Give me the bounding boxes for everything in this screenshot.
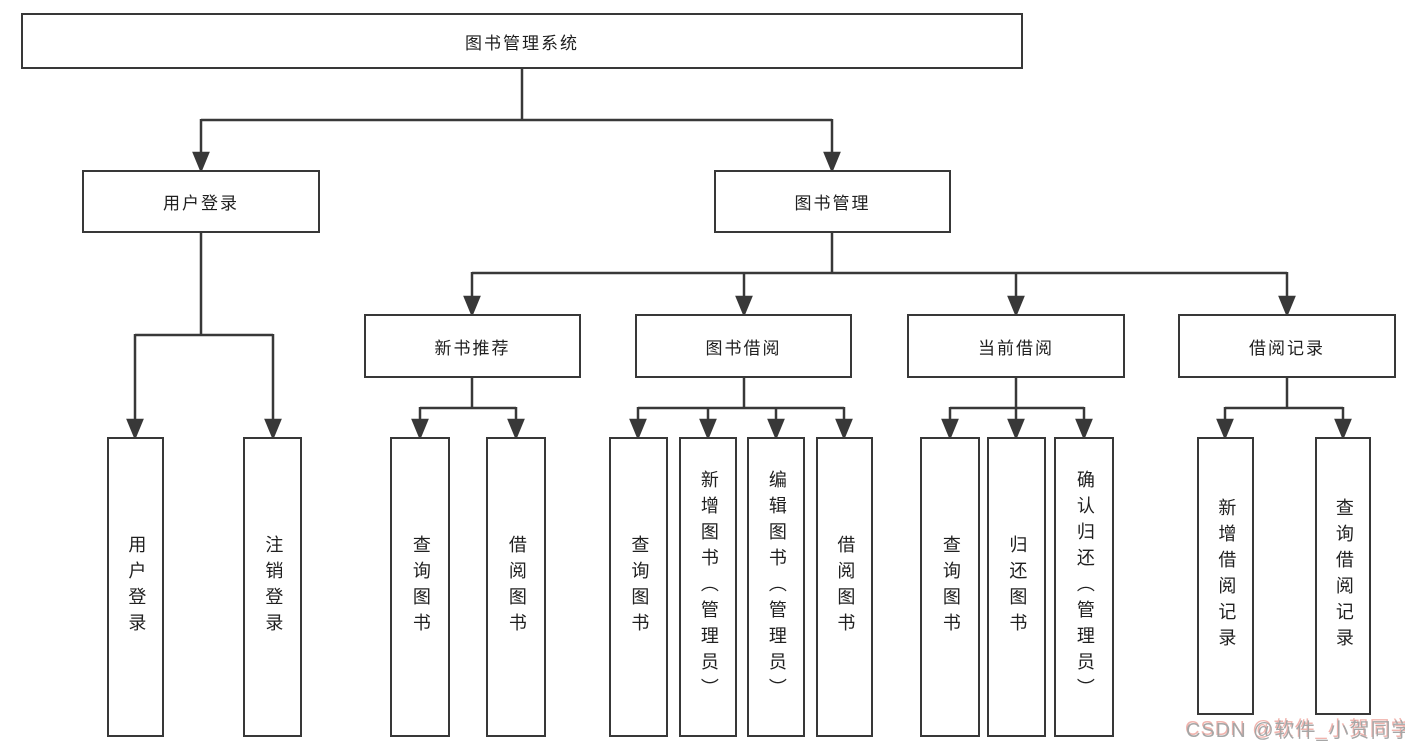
node-current-borrow: 当前借阅 bbox=[907, 314, 1125, 378]
node-leaf-newbooks-borrow-label: 借阅图书 bbox=[506, 535, 527, 639]
node-leaf-current-confirm-label: 确认归还（管理员） bbox=[1074, 470, 1095, 704]
node-leaf-logout: 注销登录 bbox=[243, 437, 302, 737]
node-new-books: 新书推荐 bbox=[364, 314, 581, 378]
node-leaf-newbooks-borrow: 借阅图书 bbox=[486, 437, 546, 737]
node-leaf-current-query-label: 查询图书 bbox=[940, 535, 961, 639]
node-leaf-borrow-borrow-label: 借阅图书 bbox=[835, 535, 856, 639]
node-leaf-records-add: 新增借阅记录 bbox=[1197, 437, 1254, 715]
node-root-label: 图书管理系统 bbox=[465, 33, 579, 53]
node-leaf-current-return-label: 归还图书 bbox=[1007, 535, 1028, 639]
node-book-mgmt: 图书管理 bbox=[714, 170, 951, 233]
node-leaf-borrow-add-label: 新增图书（管理员） bbox=[698, 470, 719, 704]
node-book-mgmt-label: 图书管理 bbox=[794, 194, 871, 213]
node-leaf-logout-label: 注销登录 bbox=[263, 535, 284, 639]
node-root: 图书管理系统 bbox=[21, 13, 1023, 69]
node-leaf-newbooks-query: 查询图书 bbox=[390, 437, 450, 737]
node-leaf-borrow-query-label: 查询图书 bbox=[629, 535, 650, 639]
node-leaf-newbooks-query-label: 查询图书 bbox=[410, 535, 431, 639]
node-book-borrow: 图书借阅 bbox=[635, 314, 852, 378]
node-leaf-current-query: 查询图书 bbox=[920, 437, 980, 737]
node-leaf-records-add-label: 新增借阅记录 bbox=[1216, 498, 1237, 654]
node-leaf-current-return: 归还图书 bbox=[987, 437, 1046, 737]
node-current-borrow-label: 当前借阅 bbox=[978, 338, 1054, 358]
node-leaf-borrow-query: 查询图书 bbox=[609, 437, 668, 737]
node-new-books-label: 新书推荐 bbox=[434, 338, 511, 358]
node-leaf-current-confirm: 确认归还（管理员） bbox=[1054, 437, 1114, 737]
node-leaf-user-login: 用户登录 bbox=[107, 437, 164, 737]
node-leaf-borrow-edit-label: 编辑图书（管理员） bbox=[766, 470, 787, 704]
node-leaf-user-login-label: 用户登录 bbox=[126, 535, 147, 639]
node-leaf-records-query: 查询借阅记录 bbox=[1315, 437, 1371, 715]
node-leaf-borrow-edit: 编辑图书（管理员） bbox=[747, 437, 805, 737]
node-leaf-records-query-label: 查询借阅记录 bbox=[1333, 498, 1354, 654]
csdn-watermark: CSDN @软件_小贺同学 bbox=[1186, 720, 1405, 742]
node-user-login-label: 用户登录 bbox=[163, 194, 239, 213]
node-borrow-records: 借阅记录 bbox=[1178, 314, 1396, 378]
node-leaf-borrow-add: 新增图书（管理员） bbox=[679, 437, 737, 737]
node-book-borrow-label: 图书借阅 bbox=[705, 338, 782, 358]
node-borrow-records-label: 借阅记录 bbox=[1249, 338, 1325, 358]
node-leaf-borrow-borrow: 借阅图书 bbox=[816, 437, 873, 737]
node-user-login: 用户登录 bbox=[82, 170, 320, 233]
